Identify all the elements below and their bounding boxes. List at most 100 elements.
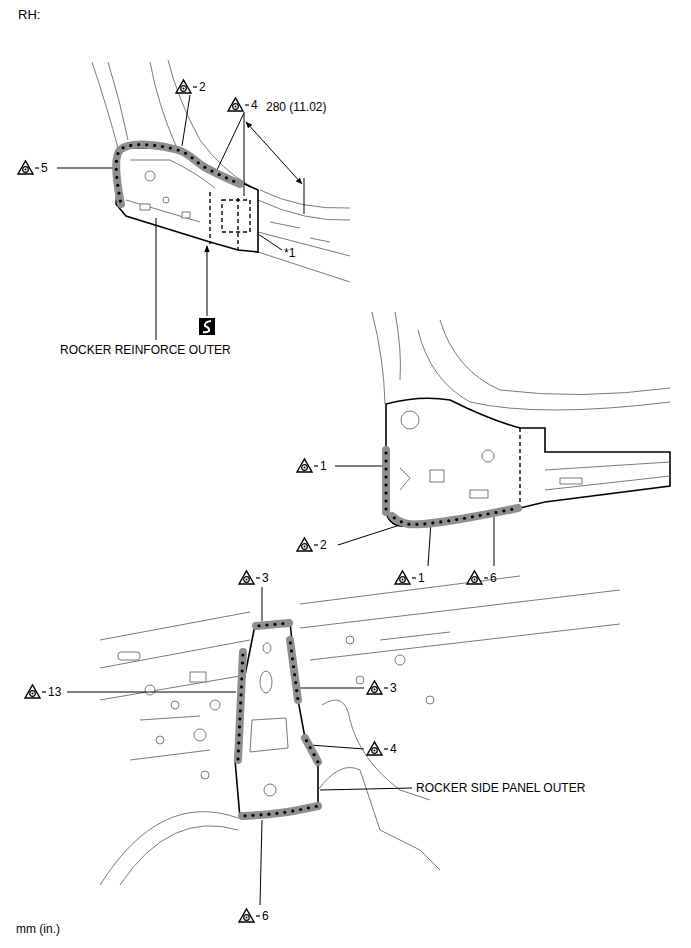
weld-spot <box>281 622 284 625</box>
weld-band <box>116 145 240 204</box>
weld-spot <box>384 491 387 494</box>
weld-spot <box>455 518 458 521</box>
weld-spot <box>237 749 240 752</box>
weld-spot <box>415 523 418 526</box>
weld-symbol <box>367 681 388 694</box>
weld-spot <box>190 156 193 159</box>
weld-spot <box>265 623 268 626</box>
weld-band <box>242 806 318 816</box>
weld-spot <box>289 641 292 644</box>
weld-spot <box>296 697 299 700</box>
weld-band <box>290 640 298 700</box>
weld-spot <box>116 184 119 187</box>
callout-number: 2 <box>320 538 327 552</box>
weld-spot <box>241 653 244 656</box>
callout-number: 6 <box>490 571 497 585</box>
weld-spot <box>184 152 187 155</box>
weld-spot <box>145 143 148 146</box>
weld-symbol <box>297 538 318 551</box>
weld-spot <box>400 520 403 523</box>
weld-spot <box>290 649 293 652</box>
weld-band <box>392 508 518 524</box>
callout-number: 1 <box>320 459 327 473</box>
callout-number: 4 <box>251 98 258 112</box>
weld-spot <box>239 709 242 712</box>
weld-spot <box>236 757 239 760</box>
weld-spot <box>294 681 297 684</box>
weld-spot <box>273 623 276 626</box>
weld-band <box>382 450 390 512</box>
weld-symbol <box>395 571 416 584</box>
weld-spot <box>237 741 240 744</box>
weld-symbol <box>228 98 249 111</box>
callout-number: 3 <box>390 681 397 695</box>
weld-spot <box>307 806 310 809</box>
weld-spot <box>238 717 241 720</box>
weld-spot <box>267 813 270 816</box>
weld-spot <box>259 813 262 816</box>
weld-spot <box>510 508 513 511</box>
weld-spot <box>292 665 295 668</box>
weld-spot <box>203 166 206 169</box>
weld-spot <box>210 170 213 173</box>
weld-spot <box>291 657 294 660</box>
weld-spot <box>117 192 120 195</box>
weld-spot <box>177 148 180 151</box>
weld-spot <box>494 511 497 514</box>
weld-spot <box>257 624 260 627</box>
weld-spot <box>241 661 244 664</box>
weld-spot <box>463 517 466 520</box>
weld-symbol <box>239 571 260 584</box>
callout-number: 5 <box>41 161 48 175</box>
weld-symbol <box>176 80 197 93</box>
weld-band <box>305 738 318 762</box>
part-name: ROCKER REINFORCE OUTER <box>60 343 231 357</box>
weld-spot <box>439 520 442 523</box>
weld-spot <box>309 746 312 749</box>
weld-spot <box>240 685 243 688</box>
weld-symbol <box>239 909 260 922</box>
weld-spot <box>239 701 242 704</box>
weld-spot <box>218 173 221 176</box>
weld-spot <box>393 516 396 519</box>
weld-spot <box>502 509 505 512</box>
weld-spot <box>238 733 241 736</box>
weld-spot <box>423 522 426 525</box>
callout-number: 13 <box>48 685 61 699</box>
weld-spot <box>431 521 434 524</box>
weld-spot <box>225 176 228 179</box>
weld-symbol <box>297 459 318 472</box>
weld-spot <box>487 512 490 515</box>
part-name: ROCKER SIDE PANEL OUTER <box>416 781 585 795</box>
weld-spot <box>316 760 319 763</box>
weld-spot <box>275 812 278 815</box>
weld-spot <box>241 669 244 672</box>
weld-spot <box>116 152 119 155</box>
weld-spot <box>295 689 298 692</box>
weld-spot <box>137 143 140 146</box>
unit-note: mm (in.) <box>16 922 60 936</box>
weld-spot <box>293 673 296 676</box>
weld-spot <box>479 514 482 517</box>
weld-spot <box>384 467 387 470</box>
weld-spot <box>238 725 241 728</box>
weld-spot <box>122 146 125 149</box>
weld-spot <box>384 459 387 462</box>
weld-symbol <box>467 571 488 584</box>
weld-spot <box>119 199 122 202</box>
callout-number: 3 <box>262 571 269 585</box>
callout-number: 2 <box>199 80 206 94</box>
weld-spot <box>447 519 450 522</box>
weld-spot <box>384 475 387 478</box>
callout-number: 1 <box>418 571 425 585</box>
weld-symbol <box>25 685 46 698</box>
weld-symbol <box>18 161 39 174</box>
weld-spot <box>240 677 243 680</box>
weld-spot <box>239 693 242 696</box>
weld-spot <box>153 144 156 147</box>
weld-spot <box>384 451 387 454</box>
weld-spot <box>115 168 118 171</box>
weld-spot <box>232 180 235 183</box>
weld-spot <box>312 753 315 756</box>
